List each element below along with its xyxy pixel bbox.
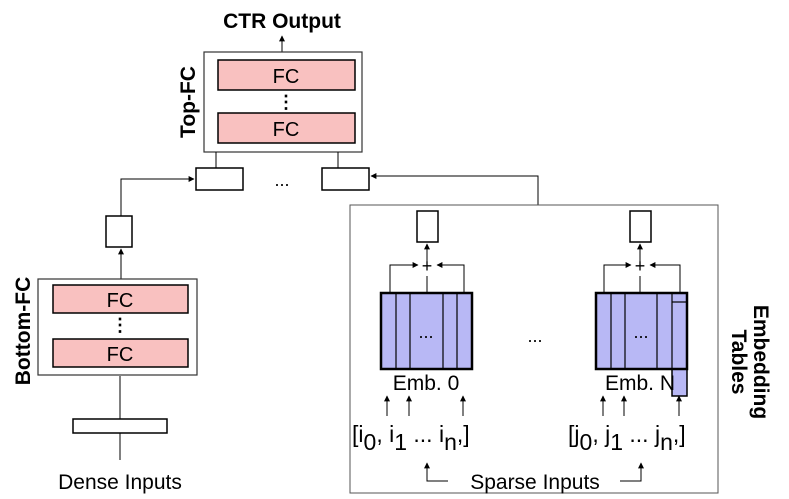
bottom-fc-layer-1 xyxy=(52,284,189,314)
emb-0-indices: [i0, i1 ... in,] xyxy=(352,421,470,455)
emb-0-sum-symbol: + xyxy=(422,256,433,276)
bottom-fc-output-feature xyxy=(105,215,133,248)
sparse-inputs-label: Sparse Inputs xyxy=(470,471,600,494)
embedding-table-0-group: + ... Emb. 0 [i0, i1 ... in,] xyxy=(352,210,474,455)
bottom-fc-block: FC ⋮ FC xyxy=(37,278,198,376)
bottom-fc-layer-1-label: FC xyxy=(107,290,134,312)
emb-0-name: Emb. 0 xyxy=(393,372,460,395)
sparse-inputs-right-arrow xyxy=(620,462,644,482)
bottom-fc-layer-2 xyxy=(52,338,189,368)
top-fc-ellipsis: ⋮ xyxy=(277,92,295,112)
top-fc-label: Top-FC xyxy=(177,66,200,138)
concat-feature-left xyxy=(195,167,244,191)
concat-ellipsis: ... xyxy=(274,170,289,190)
ctr-output-label: CTR Output xyxy=(223,10,341,33)
embedding-tables-label-line1: Embedding xyxy=(749,305,772,419)
embedding-table-n-group: + ... Emb. N [j0, j1 ... jn,] xyxy=(568,210,689,455)
sparse-inputs-left-arrow xyxy=(424,462,448,482)
emb-n-output-feature xyxy=(629,210,652,243)
dense-inputs-label: Dense Inputs xyxy=(58,471,182,494)
embedding-tables-panel xyxy=(349,204,719,494)
emb-to-concat-arrow xyxy=(370,173,539,205)
emb-0-output-feature xyxy=(416,210,439,243)
emb-n-inner-ellipsis: ... xyxy=(633,322,648,342)
emb-n-indices: [j0, j1 ... jn,] xyxy=(568,421,686,455)
dense-input-vector xyxy=(72,418,168,434)
embedding-tables-label-line2: Tables xyxy=(727,330,750,395)
emb-0-inner-ellipsis: ... xyxy=(418,322,433,342)
emb-n-name: Emb. N xyxy=(605,372,675,395)
emb-n-sum-symbol: + xyxy=(635,256,646,276)
between-tables-ellipsis: ... xyxy=(527,326,542,346)
bottom-fc-label: Bottom-FC xyxy=(12,277,35,385)
top-fc-block: FC ⋮ FC xyxy=(203,51,363,153)
dense-to-concat-arrow xyxy=(120,176,195,216)
bottom-fc-ellipsis: ⋮ xyxy=(111,315,129,335)
concat-feature-right xyxy=(321,167,370,191)
top-fc-layer-2-label: FC xyxy=(273,119,300,141)
top-fc-layer-1 xyxy=(217,59,356,91)
bottom-fc-layer-2-label: FC xyxy=(107,344,134,366)
top-fc-layer-1-label: FC xyxy=(273,66,300,88)
top-fc-layer-2 xyxy=(217,112,356,144)
